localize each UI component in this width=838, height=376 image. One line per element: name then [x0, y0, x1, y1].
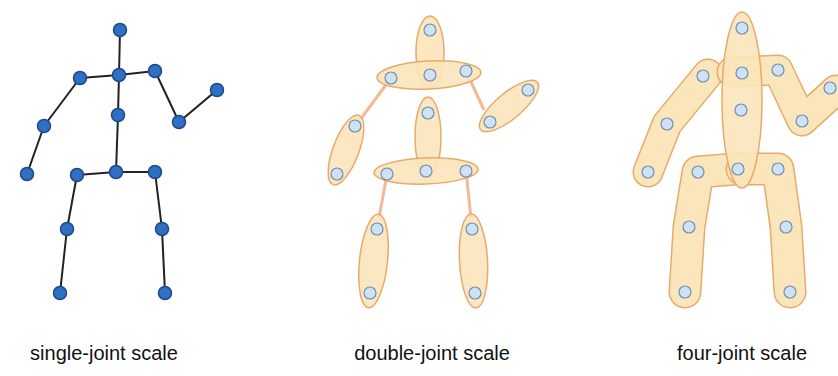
joint-dot: [736, 22, 748, 34]
joint-group: [374, 156, 479, 186]
scale-caption: double-joint scale: [354, 341, 510, 365]
double-skeleton-joints: [331, 24, 534, 299]
joint-dot: [772, 163, 784, 175]
scale-caption: four-joint scale: [677, 341, 807, 365]
bone: [155, 71, 179, 122]
joint-dot: [469, 287, 481, 299]
joint-dot: [642, 166, 654, 178]
bone: [116, 115, 118, 172]
joint-dot: [732, 163, 744, 175]
joint-dot: [824, 82, 836, 94]
bone: [44, 78, 80, 126]
joint-dot: [364, 287, 376, 299]
four-skeleton-joints: [642, 22, 836, 298]
joint-group: [457, 213, 490, 308]
joint-dot: [21, 168, 34, 181]
joint-dot: [424, 24, 436, 36]
joint-dot: [796, 115, 808, 127]
joint-dot: [466, 223, 478, 235]
joint-dot: [71, 169, 84, 182]
bone: [155, 172, 162, 229]
joint-dot: [735, 104, 747, 116]
joint-dot: [156, 223, 169, 236]
joint-dot: [149, 65, 162, 78]
joint-dot: [697, 70, 709, 82]
bone: [27, 126, 44, 174]
joint-dot: [38, 120, 51, 133]
joint-dot: [173, 116, 186, 129]
bone: [67, 175, 77, 229]
joint-dot: [780, 221, 792, 233]
joint-dot: [692, 166, 704, 178]
joint-dot: [484, 116, 496, 128]
joint-dot: [331, 168, 343, 180]
joint-dot: [460, 165, 472, 177]
bone: [179, 90, 217, 122]
joint-dot: [460, 65, 472, 77]
joint-dot: [349, 120, 361, 132]
single-skeleton-joints: [21, 24, 224, 300]
joint-dot: [420, 165, 432, 177]
single-skeleton-bones: [27, 30, 217, 293]
joint-group: [355, 213, 393, 309]
joint-dot: [784, 286, 796, 298]
joint-group: [472, 72, 545, 139]
bone: [60, 229, 67, 293]
joint-dot: [736, 67, 748, 79]
joint-dot: [54, 287, 67, 300]
scale-caption: single-joint scale: [30, 341, 178, 365]
double-skeleton-links: [360, 71, 484, 218]
joint-dot: [422, 107, 434, 119]
joint-dot: [371, 223, 383, 235]
joint-dot: [112, 109, 125, 122]
joint-dot: [159, 287, 172, 300]
joint-dot: [114, 24, 127, 37]
double-skeleton-groups: [321, 16, 546, 309]
joint-dot: [772, 64, 784, 76]
joint-dot: [385, 72, 397, 84]
joint-dot: [661, 118, 673, 130]
joint-dot: [61, 223, 74, 236]
joint-dot: [149, 166, 162, 179]
joint-dot: [683, 221, 695, 233]
joint-dot: [110, 166, 123, 179]
joint-dot: [679, 286, 691, 298]
torso-group: [722, 12, 762, 188]
joint-group: [321, 111, 371, 189]
joint-dot: [211, 84, 224, 97]
joint-dot: [381, 168, 393, 180]
bone: [162, 229, 165, 293]
joint-dot: [522, 84, 534, 96]
joint-group: [376, 58, 481, 91]
joint-dot: [74, 72, 87, 85]
joint-dot: [113, 69, 126, 82]
joint-dot: [424, 69, 436, 81]
